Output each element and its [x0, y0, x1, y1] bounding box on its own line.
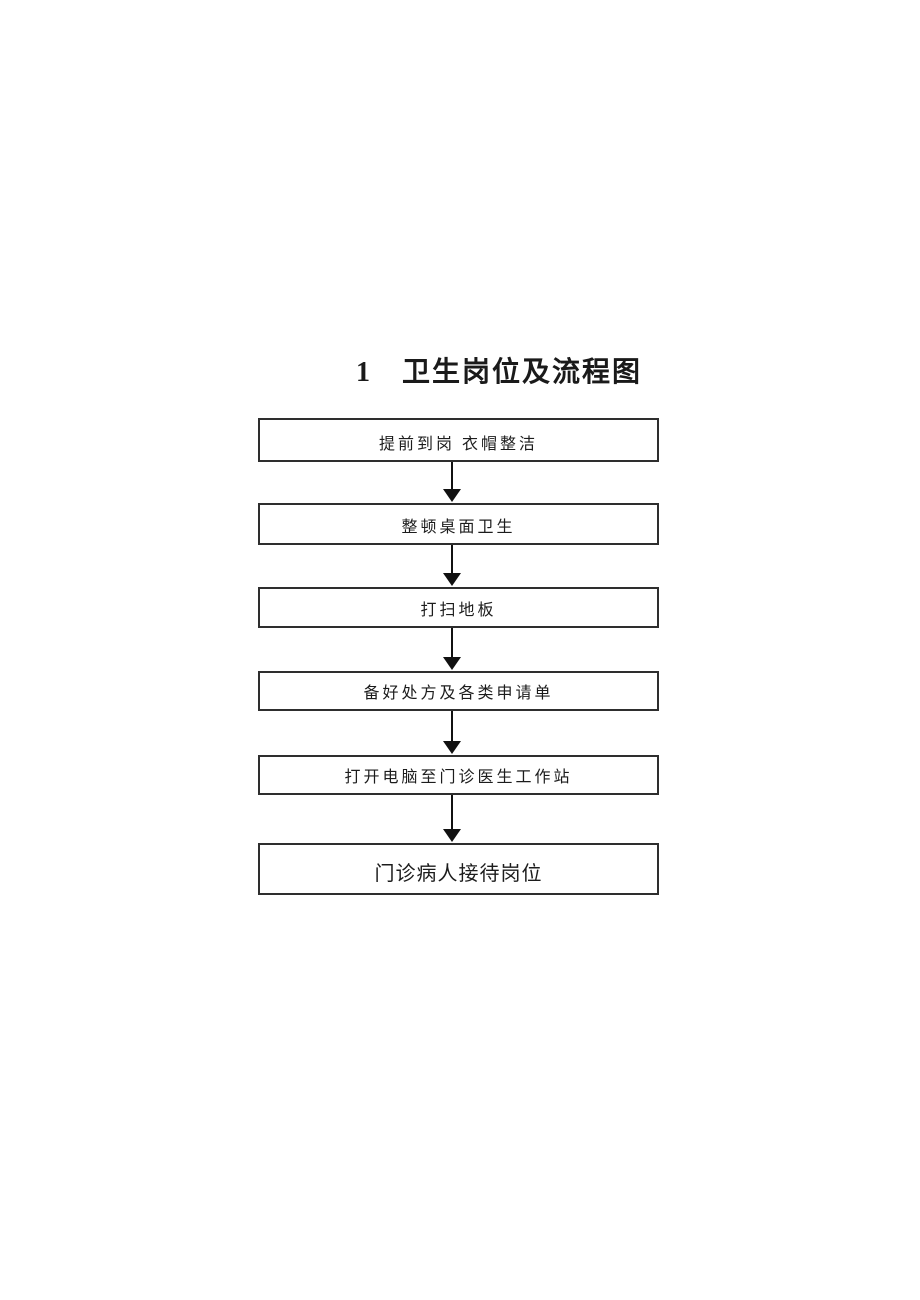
flow-step-label: 打开电脑至门诊医生工作站: [344, 769, 573, 786]
arrow-head: [443, 573, 461, 586]
flow-step-tidy-desk: 整顿桌面卫生: [258, 503, 659, 545]
arrow-head: [443, 829, 461, 842]
flow-step-prepare-forms: 备好处方及各类申请单: [258, 671, 659, 711]
arrow-head: [443, 489, 461, 502]
arrow-line: [451, 795, 453, 829]
arrow-line: [451, 545, 453, 573]
flow-step-reception-post: 门诊病人接待岗位: [258, 843, 659, 895]
arrow-line: [451, 628, 453, 657]
flow-step-label: 门诊病人接待岗位: [374, 863, 543, 885]
flow-step-open-workstation: 打开电脑至门诊医生工作站: [258, 755, 659, 795]
flow-step-label: 提前到岗 衣帽整洁: [378, 436, 538, 453]
arrow-line: [451, 711, 453, 741]
flow-step-label: 打扫地板: [420, 602, 497, 619]
flow-step-label: 备好处方及各类申请单: [363, 685, 554, 702]
flow-arrow-down-icon: [443, 462, 461, 502]
arrow-head: [443, 657, 461, 670]
arrow-head: [443, 741, 461, 754]
flow-arrow-down-icon: [443, 711, 461, 754]
page-title: 1 卫生岗位及流程图: [356, 357, 643, 388]
flow-arrow-down-icon: [443, 795, 461, 842]
arrow-line: [451, 462, 453, 489]
flow-step-sweep-floor: 打扫地板: [258, 587, 659, 628]
flow-step-arrive-on-duty: 提前到岗 衣帽整洁: [258, 418, 659, 462]
flow-step-label: 整顿桌面卫生: [401, 519, 516, 536]
flow-arrow-down-icon: [443, 545, 461, 586]
flow-arrow-down-icon: [443, 628, 461, 670]
